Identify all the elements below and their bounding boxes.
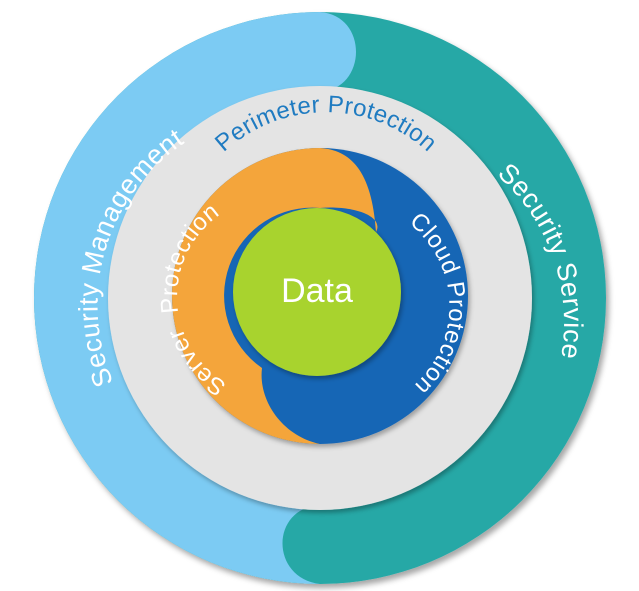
outer-ring-left-segment (34, 12, 357, 584)
data-core (233, 208, 401, 376)
data-label: Data (281, 272, 353, 310)
inner-ring-left-segment (172, 148, 378, 444)
